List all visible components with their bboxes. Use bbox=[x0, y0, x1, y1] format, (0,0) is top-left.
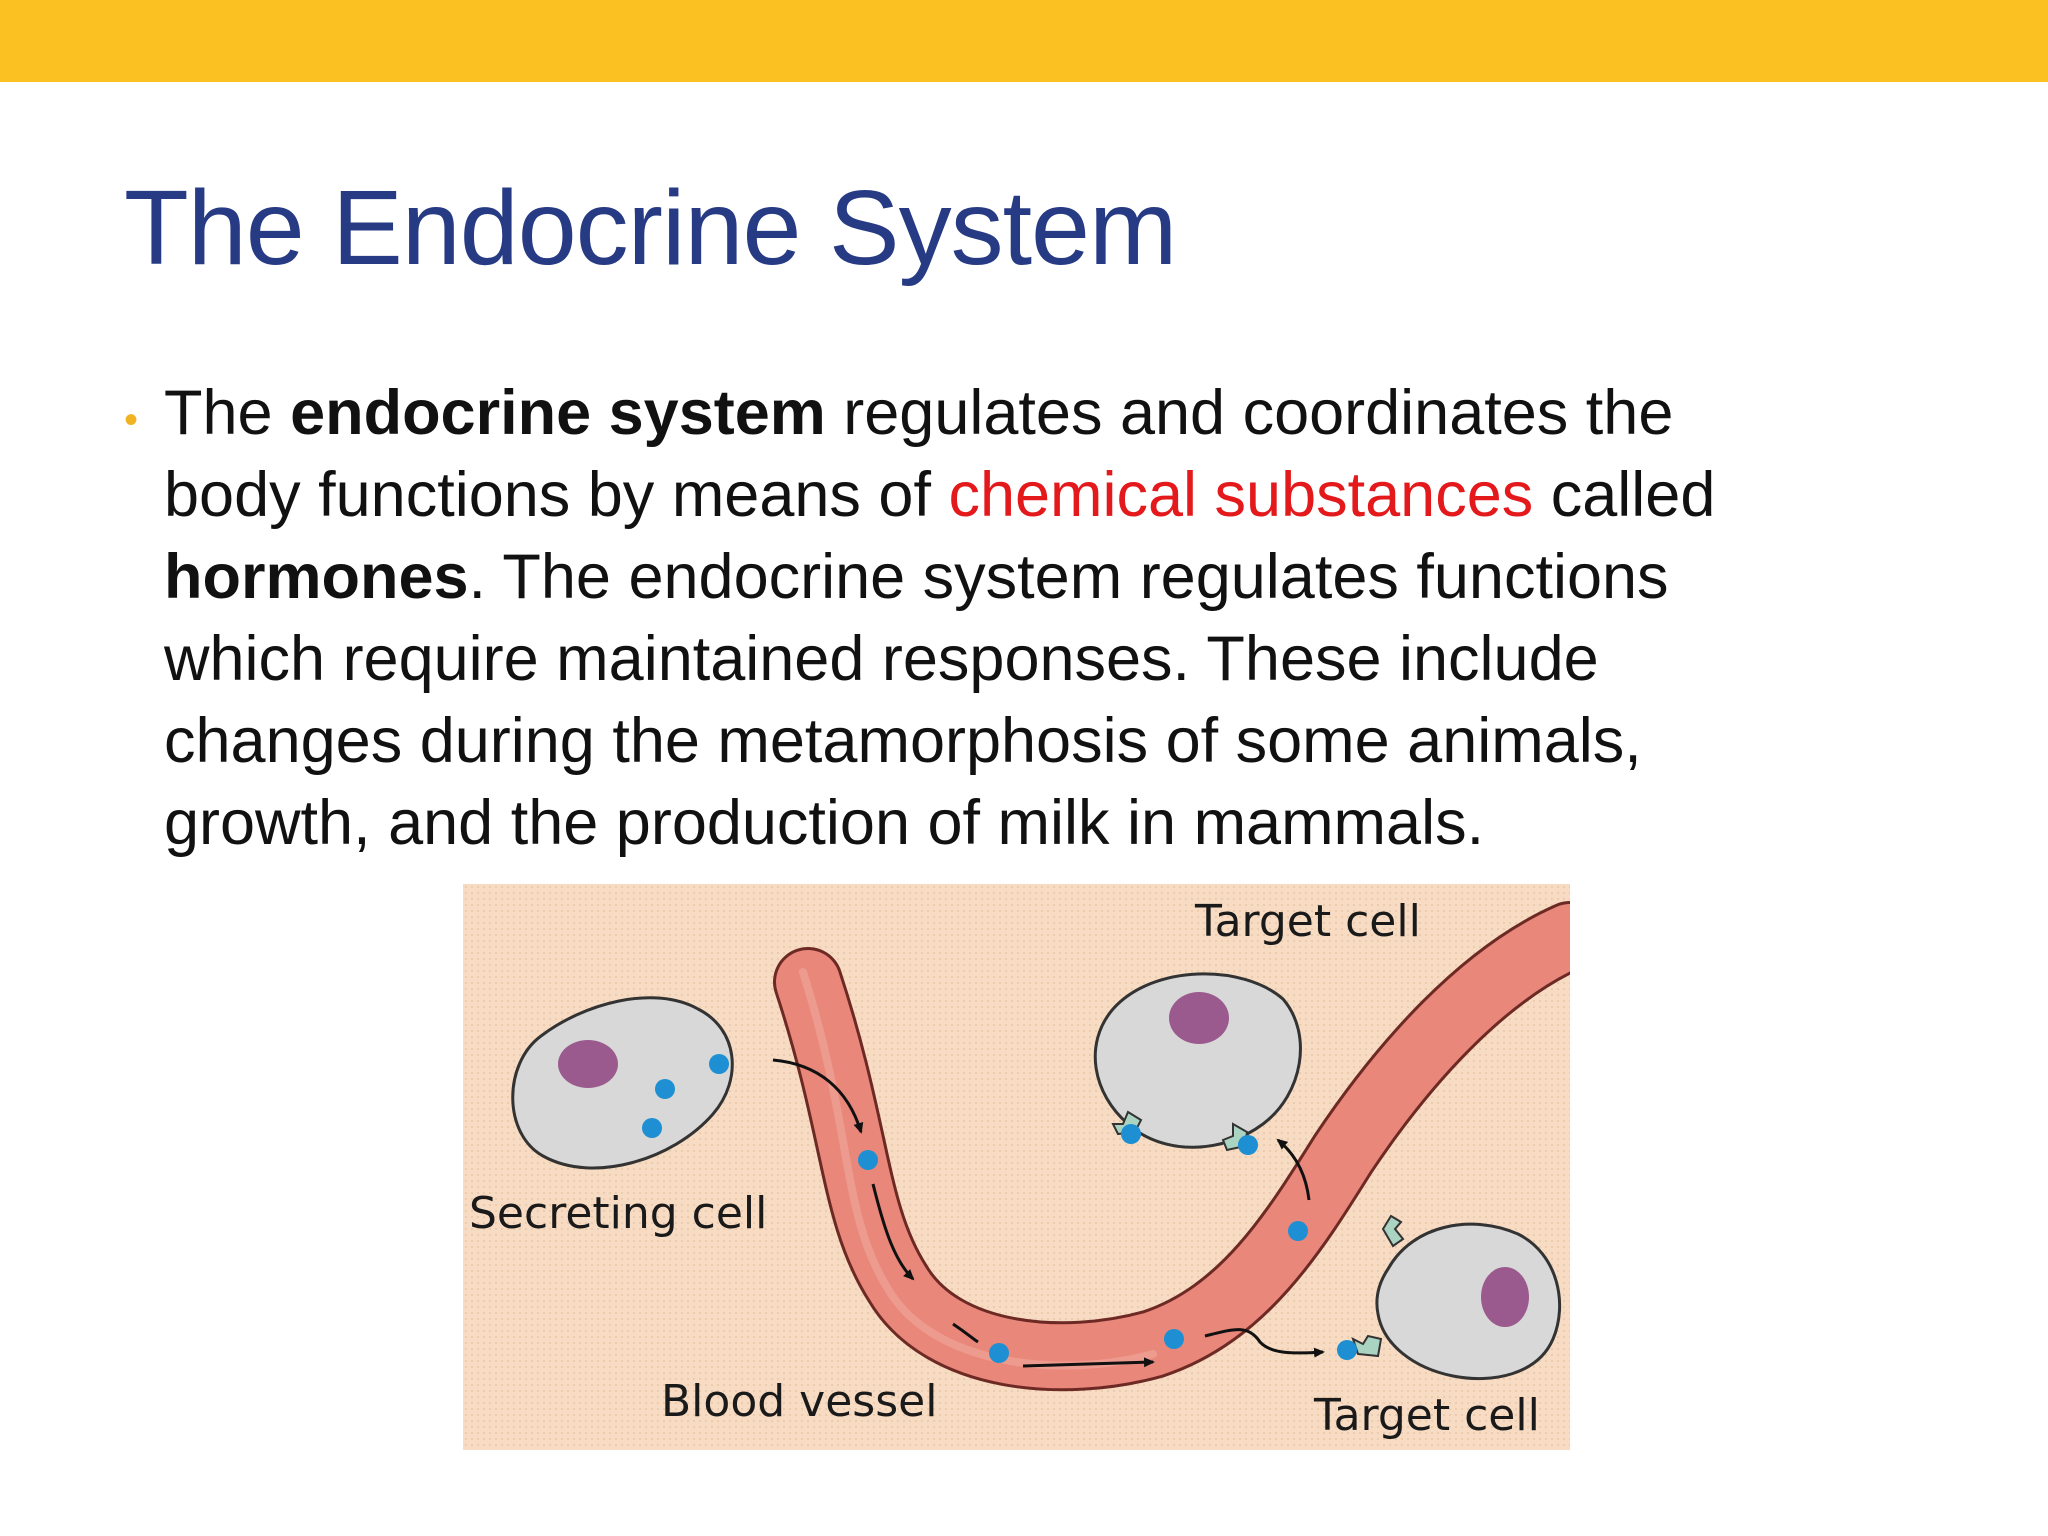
hormone-dot bbox=[655, 1079, 675, 1099]
term-endocrine-system: endocrine system bbox=[290, 378, 826, 448]
secreting-cell-nucleus bbox=[558, 1040, 618, 1088]
bullet-line-5: changes during the metamorphosis of some… bbox=[164, 700, 2024, 782]
receptor bbox=[1351, 1334, 1383, 1358]
bullet-line-3: hormones. The endocrine system regulates… bbox=[164, 536, 2024, 618]
hormone-dot bbox=[858, 1150, 878, 1170]
hormone-dot bbox=[1238, 1135, 1258, 1155]
bullet-line-4: which require maintained responses. Thes… bbox=[164, 618, 2024, 700]
hormone-dot bbox=[989, 1343, 1009, 1363]
arrow-to-bottom-target bbox=[1204, 1328, 1325, 1358]
bullet-marker: • bbox=[124, 398, 139, 442]
hormone-dot bbox=[1164, 1329, 1184, 1349]
receptor bbox=[1381, 1214, 1405, 1248]
bullet-line-6: growth, and the production of milk in ma… bbox=[164, 782, 2024, 864]
text-run: which require maintained responses. Thes… bbox=[164, 624, 1599, 694]
text-run: The bbox=[164, 378, 291, 448]
term-hormones: hormones bbox=[164, 542, 469, 612]
label-target-cell-bottom: Target cell bbox=[1313, 1390, 1540, 1441]
label-secreting-cell: Secreting cell bbox=[469, 1188, 767, 1239]
target-cell-bottom-nucleus bbox=[1481, 1267, 1529, 1327]
text-run: called bbox=[1533, 460, 1716, 530]
label-target-cell-top: Target cell bbox=[1194, 896, 1421, 947]
hormone-dot bbox=[1337, 1340, 1357, 1360]
slide-title: The Endocrine System bbox=[124, 169, 1177, 287]
text-run: changes during the metamorphosis of some… bbox=[164, 706, 1642, 776]
target-cell-top-nucleus bbox=[1169, 992, 1229, 1044]
hormone-molecules bbox=[642, 1054, 1357, 1363]
arrow-secretion bbox=[772, 1058, 864, 1134]
top-accent-bar bbox=[0, 0, 2048, 82]
hormone-dot bbox=[709, 1054, 729, 1074]
hormone-dot bbox=[642, 1118, 662, 1138]
term-chemical-substances: chemical substances bbox=[948, 460, 1534, 530]
blood-vessel bbox=[773, 901, 1570, 1392]
hormone-dot bbox=[1121, 1124, 1141, 1144]
text-run: . The endocrine system regulates functio… bbox=[468, 542, 1669, 612]
endocrine-diagram: Target cell Secreting cell Blood vessel … bbox=[463, 884, 1570, 1450]
text-run: body functions by means of bbox=[164, 460, 949, 530]
target-cell-bottom bbox=[1351, 1214, 1561, 1381]
bullet-text: The endocrine system regulates and coord… bbox=[164, 372, 2024, 864]
bullet-line-1: The endocrine system regulates and coord… bbox=[164, 372, 2024, 454]
secreting-cell bbox=[511, 996, 734, 1170]
bullet-line-2: body functions by means of chemical subs… bbox=[164, 454, 2024, 536]
text-run: growth, and the production of milk in ma… bbox=[164, 788, 1485, 858]
arrow-to-top-target bbox=[1276, 1138, 1311, 1201]
endocrine-diagram-svg: Target cell Secreting cell Blood vessel … bbox=[463, 884, 1570, 1450]
label-blood-vessel: Blood vessel bbox=[661, 1376, 937, 1427]
hormone-dot bbox=[1288, 1221, 1308, 1241]
target-cell-top bbox=[1093, 972, 1302, 1152]
text-run: regulates and coordinates the bbox=[825, 378, 1674, 448]
